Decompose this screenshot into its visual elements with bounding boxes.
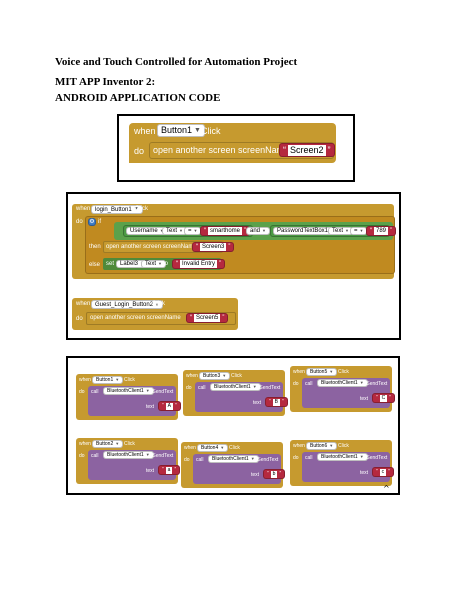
grid-value-4: “a” xyxy=(158,465,181,475)
grid-client-3: BluetoothClient1▼ xyxy=(317,379,368,387)
grid-call-label-6: call xyxy=(305,455,313,461)
grid-text-label-5: text xyxy=(251,472,260,478)
grid-send-6: .SendText xyxy=(365,455,388,461)
grid-button-4: Button2▼ xyxy=(92,440,124,448)
grid-do-4: do xyxy=(79,453,85,459)
chevron-up-icon[interactable]: ^ xyxy=(383,484,390,493)
gear-icon[interactable]: ⚙ xyxy=(88,218,96,226)
block1-frame: when Button1▼ Click do open another scre… xyxy=(117,114,355,182)
grid-button-6: Button6▼ xyxy=(306,442,338,450)
block1-component: Button1▼ xyxy=(157,124,205,137)
grid-do-5: do xyxy=(184,457,190,463)
grid-button-3: Button5▼ xyxy=(306,368,338,376)
grid-send-4: .SendText xyxy=(151,453,174,459)
block2-when: when xyxy=(76,206,91,212)
grid-send-3: .SendText xyxy=(365,381,388,387)
block3-action: open another screen screenName xyxy=(90,315,181,321)
block1-when: when xyxy=(134,126,156,136)
then-screen: “Screen3” xyxy=(192,242,235,252)
set-label: set xyxy=(106,261,115,267)
and-op: and▼ xyxy=(246,227,270,235)
grid-when-1: when xyxy=(79,377,91,383)
grid-button-2: Button3▼ xyxy=(199,372,231,380)
grid-send-2: .SendText xyxy=(258,385,281,391)
grid-value-2: “B” xyxy=(265,397,288,407)
grid-call-label-5: call xyxy=(196,457,204,463)
grid-when-2: when xyxy=(186,373,198,379)
if-label: if xyxy=(98,219,101,225)
grid-click-3: Click xyxy=(338,369,349,375)
grid-client-6: BluetoothClient1▼ xyxy=(317,453,368,461)
block3-event-name: Click xyxy=(152,301,165,307)
grid-when-3: when xyxy=(293,369,305,375)
grid-button-5: Button4▼ xyxy=(197,444,229,452)
block1-do: do xyxy=(134,146,145,156)
grid-click-4: Click xyxy=(124,441,135,447)
block1-event-name: Click xyxy=(201,126,221,136)
password-eq: =▼ xyxy=(350,227,368,235)
grid-send-5: .SendText xyxy=(256,457,279,463)
grid-text-label-6: text xyxy=(360,470,369,476)
grid-value-1: “A” xyxy=(158,401,181,411)
grid-text-label-4: text xyxy=(146,468,155,474)
block2-component: login_Button1▼ xyxy=(91,205,143,214)
block1-action: open another screen screenName xyxy=(153,145,290,155)
grid-call-label-2: call xyxy=(198,385,206,391)
grid-value-3: “C” xyxy=(372,393,395,403)
grid-do-1: do xyxy=(79,389,85,395)
grid-click-5: Click xyxy=(229,445,240,451)
to-label: to xyxy=(163,261,169,267)
grid-do-6: do xyxy=(293,455,299,461)
block2-event-name: Click xyxy=(135,206,148,212)
grid-call-label-4: call xyxy=(91,453,99,459)
grid-call-label-3: call xyxy=(305,381,313,387)
password-value: “789” xyxy=(366,226,397,236)
grid-when-5: when xyxy=(184,445,196,451)
grid-click-1: Click xyxy=(124,377,135,383)
grid-click-6: Click xyxy=(338,443,349,449)
grid-click-2: Click xyxy=(231,373,242,379)
grid-do-3: do xyxy=(293,381,299,387)
grid-button-1: Button1▼ xyxy=(92,376,124,384)
grid-client-4: BluetoothClient1▼ xyxy=(103,451,154,459)
grid-send-1: .SendText xyxy=(151,389,174,395)
grid-client-2: BluetoothClient1▼ xyxy=(210,383,261,391)
heading-android-code: ANDROID APPLICATION CODE xyxy=(55,92,221,104)
grid-do-2: do xyxy=(186,385,192,391)
grid-when-4: when xyxy=(79,441,91,447)
then-label: then xyxy=(89,244,101,250)
grid-client-1: BluetoothClient1▼ xyxy=(103,387,154,395)
grid-text-label-3: text xyxy=(360,396,369,402)
block3-do: do xyxy=(76,316,83,322)
grid-client-5: BluetoothClient1▼ xyxy=(208,455,259,463)
grid-value-5: “b” xyxy=(263,469,286,479)
then-action: open another screen screenName xyxy=(106,244,197,250)
heading-project-title: Voice and Touch Controlled for Automatio… xyxy=(55,56,298,68)
label-text-prop: Text▼ xyxy=(141,260,166,268)
grid-call-label-1: call xyxy=(91,389,99,395)
block1-screen: “Screen2” xyxy=(279,143,335,157)
block2-do: do xyxy=(76,219,83,225)
grid-value-6: “c” xyxy=(372,467,394,477)
block2-frame: when login_Button1▼ Click do ⚙ if Userna… xyxy=(66,192,401,340)
grid-when-6: when xyxy=(293,443,305,449)
else-label: else xyxy=(89,262,101,268)
heading-app-inventor: MIT APP Inventor 2: xyxy=(55,76,156,88)
block3-component: Guest_Login_Button2▼ xyxy=(91,300,164,309)
grid-text-label-1: text xyxy=(146,404,155,410)
username-eq: =▼ xyxy=(184,227,202,235)
block3-screen: “Screen5” xyxy=(186,313,229,323)
block3-when: when xyxy=(76,301,91,307)
username-value: “smarthome” xyxy=(200,226,251,236)
grid-text-label-2: text xyxy=(253,400,262,406)
invalid-entry: “Invalid Entry” xyxy=(172,259,226,269)
